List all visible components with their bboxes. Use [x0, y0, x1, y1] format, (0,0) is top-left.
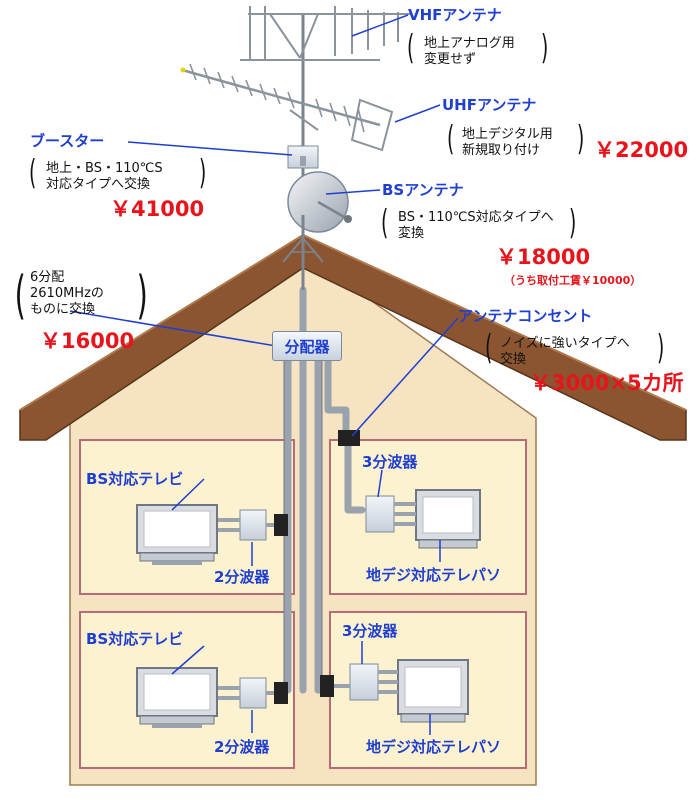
vhf-note-line-1: 地上アナログ用 [424, 36, 515, 51]
room2-device-label: 3分波器 [362, 453, 418, 471]
bs-antenna-note-line-2: 変換 [398, 226, 425, 241]
bs-note-close-paren: ) [568, 203, 577, 243]
outlet-note-open-paren: ( [484, 328, 493, 368]
splitter-note: 6分配 2610MHzの ものに交換 [30, 270, 104, 318]
outlet-bottom-left [274, 682, 288, 704]
room4-device-label: 3分波器 [342, 622, 398, 640]
outlet-top-left [274, 514, 288, 536]
booster-device [287, 145, 319, 169]
uhf-note-open-paren: ( [446, 119, 455, 159]
booster-note-line-1: 地上・BS・110℃S [46, 161, 163, 176]
room3-tv-label: BS対応テレビ [86, 630, 184, 648]
bs-note-open-paren: ( [380, 203, 389, 243]
splitter-note-line-1: 6分配 [30, 270, 65, 285]
bs-dish [287, 171, 352, 236]
splitter-note-line-3: ものに交換 [30, 302, 96, 317]
room1-tv-label: BS対応テレビ [86, 470, 184, 488]
booster-price: ￥41000 [110, 197, 205, 221]
tv-bottom-right [397, 659, 469, 723]
room4-tv-label: 地デジ対応テレパソ [366, 738, 502, 756]
bs-antenna-label: BSアンテナ [382, 181, 464, 199]
diplexer-top-left [218, 509, 274, 541]
triplexer-top-right [365, 495, 416, 533]
vhf-note-open-paren: ( [406, 28, 415, 68]
splitter-label: 分配器 [284, 337, 330, 356]
uhf-antenna [181, 63, 394, 152]
uhf-price: ￥22000 [594, 138, 689, 162]
tv-top-right [415, 489, 481, 549]
tv-bottom-left [136, 667, 218, 728]
booster-label: ブースター [30, 132, 105, 150]
splitter-note-open-paren: ( [14, 266, 26, 326]
diplexer-bottom-left [218, 677, 274, 709]
outlet-top-right [338, 430, 360, 446]
room3-device-label: 2分波器 [214, 738, 270, 756]
outlet-note-close-paren: ) [656, 328, 665, 368]
uhf-note-close-paren: ) [576, 119, 585, 159]
tv-top-left [136, 504, 218, 565]
uhf-note-line-2: 新規取り付け [462, 143, 541, 158]
booster-note: 地上・BS・110℃S 対応タイプへ交換 [46, 161, 163, 193]
booster-note-open-paren: ( [28, 153, 37, 193]
vhf-antenna [240, 6, 410, 61]
booster-note-close-paren: ) [198, 153, 207, 193]
splitter-note-close-paren: ) [136, 266, 148, 326]
room2-tv-label: 地デジ対応テレパソ [366, 566, 502, 584]
room1-device-label: 2分波器 [214, 568, 270, 586]
outlet-bottom-right [320, 675, 334, 697]
booster-note-line-2: 対応タイプへ交換 [46, 177, 151, 192]
antenna-outlet-note: ノイズに強いタイプへ 交換 [500, 336, 630, 368]
triplexer-bottom-right [334, 663, 398, 701]
bs-antenna-install-fee: （うち取付工賃￥10000） [504, 274, 642, 287]
vhf-note-line-2: 変更せず [424, 52, 477, 67]
antenna-outlet-price: ￥3000×5カ所 [530, 371, 684, 395]
splitter-note-line-2: 2610MHzの [30, 286, 104, 301]
vhf-note-close-paren: ) [540, 28, 549, 68]
bs-antenna-price: ￥18000 [496, 245, 591, 269]
splitter-box: 分配器 [272, 331, 342, 361]
splitter-price: ￥16000 [40, 329, 135, 353]
leader-lines [69, 14, 459, 735]
bs-antenna-note: BS・110℃S対応タイプへ 変換 [398, 210, 554, 242]
uhf-tip-marker [180, 67, 186, 73]
uhf-note: 地上デジタル用 新規取り付け [462, 127, 553, 159]
vhf-note: 地上アナログ用 変更せず [424, 36, 515, 68]
antenna-outlet-note-line-2: 交換 [500, 352, 527, 367]
uhf-antenna-label: UHFアンテナ [442, 96, 537, 114]
bs-antenna-note-line-1: BS・110℃S対応タイプへ [398, 210, 554, 225]
antenna-outlet-label: アンテナコンセント [458, 307, 593, 325]
vhf-antenna-label: VHFアンテナ [408, 6, 502, 24]
uhf-note-line-1: 地上デジタル用 [462, 127, 553, 142]
antenna-outlet-note-line-1: ノイズに強いタイプへ [500, 336, 630, 351]
